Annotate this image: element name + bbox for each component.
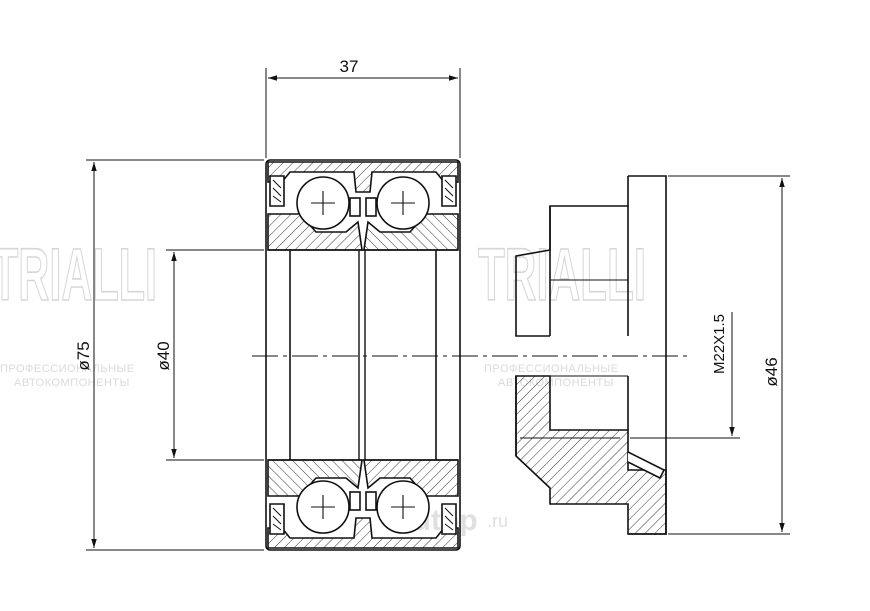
nut-section-hatched bbox=[515, 375, 667, 535]
dimension-outer-diameter bbox=[86, 159, 264, 551]
dimension-inner-diameter bbox=[166, 249, 264, 461]
cage-bottom-left bbox=[349, 491, 361, 511]
seal-top-right bbox=[441, 175, 457, 207]
dimension-flange-diameter bbox=[668, 175, 790, 535]
watermark-left: TRIALLI ПРОФЕССИОНАЛЬНЫЕ АВТОКОМПОНЕНТЫ bbox=[0, 232, 158, 389]
cage-bottom-right bbox=[365, 491, 377, 511]
dimension-outer-diameter-label: ø75 bbox=[74, 341, 93, 370]
dimension-thread-label: M22X1.5 bbox=[711, 314, 728, 374]
watermark-brand-right: TRIALLI bbox=[478, 233, 646, 316]
bearing-outline bbox=[265, 159, 461, 551]
flange-nut-section bbox=[515, 175, 667, 535]
outer-ring-top bbox=[267, 161, 459, 193]
seal-bottom-left bbox=[269, 503, 285, 535]
nut-lip bbox=[627, 451, 666, 480]
bearing-section bbox=[265, 159, 461, 551]
dimension-flange-diameter-label: ø46 bbox=[762, 357, 781, 386]
watermark-brand-left: TRIALLI bbox=[0, 233, 157, 316]
dimension-thread bbox=[630, 312, 740, 439]
dimension-inner-diameter-label: ø40 bbox=[154, 341, 173, 370]
ball-top-right-cross bbox=[391, 191, 415, 215]
watermark-site-suffix: .ru bbox=[487, 511, 508, 531]
seal-bottom-right bbox=[441, 503, 457, 535]
dimension-width bbox=[265, 68, 461, 158]
ball-bottom-right-cross bbox=[391, 495, 415, 519]
watermark-slogan-left-1: ПРОФЕССИОНАЛЬНЫЕ bbox=[0, 363, 135, 375]
ball-bottom-left-cross bbox=[311, 495, 335, 519]
seal-top-left bbox=[269, 175, 285, 207]
cage-top-left bbox=[349, 197, 361, 217]
watermark-slogan-left-2: АВТОКОМПОНЕНТЫ bbox=[14, 377, 130, 389]
cage-top-right bbox=[365, 197, 377, 217]
ball-top-left-cross bbox=[311, 191, 335, 215]
watermark-slogan-right-1: ПРОФЕССИОНАЛЬНЫЕ bbox=[484, 363, 619, 375]
watermark-right: TRIALLI ПРОФЕССИОНАЛЬНЫЕ АВТОКОМПОНЕНТЫ bbox=[477, 232, 647, 389]
dimension-width-label: 37 bbox=[340, 57, 359, 76]
